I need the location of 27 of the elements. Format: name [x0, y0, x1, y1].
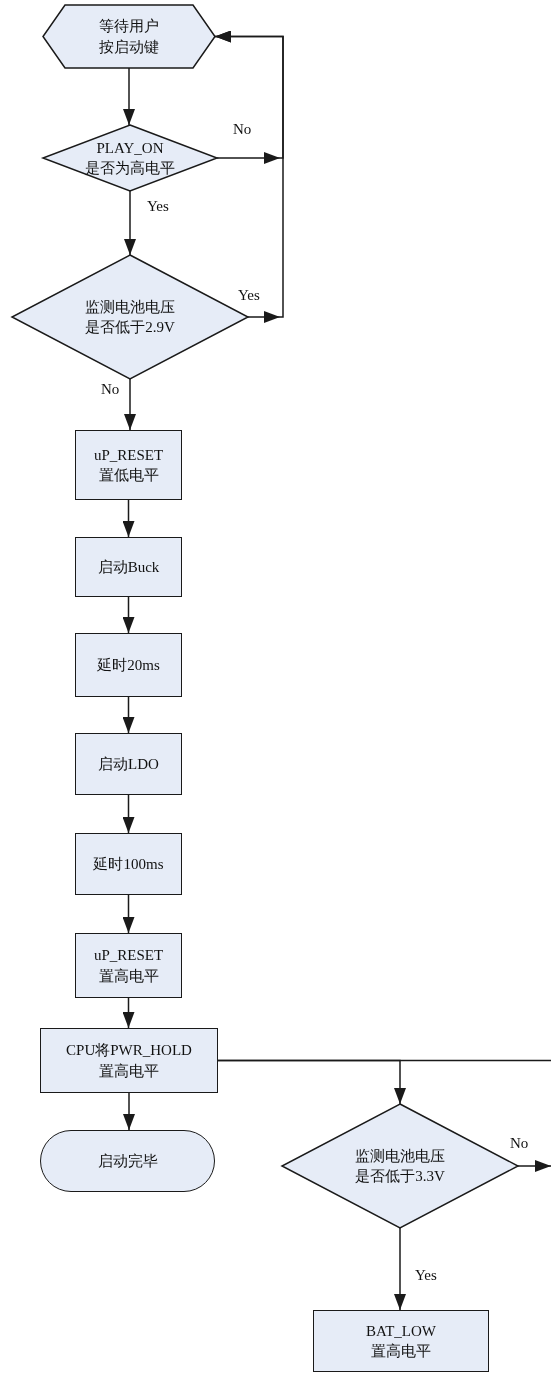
connector-line	[217, 1059, 551, 1062]
process-box: uP_RESET置低电平	[75, 430, 182, 500]
step-text: 等待用户按启动键	[99, 17, 159, 57]
arrow	[122, 696, 135, 734]
process-box: 延时20ms	[75, 633, 182, 697]
arrow	[122, 794, 135, 834]
arrow	[122, 596, 135, 634]
process-box: 延时100ms	[75, 833, 182, 895]
process-box: 启动LDO	[75, 733, 182, 795]
arrow	[124, 378, 136, 431]
condition-text: 监测电池电压是否低于3.3V	[355, 1146, 445, 1186]
process-box: CPU将PWR_HOLD置高电平	[40, 1028, 218, 1093]
arrow	[122, 499, 135, 538]
arrow	[122, 997, 135, 1029]
arrow	[214, 30, 284, 323]
end-terminal: 启动完毕	[40, 1130, 215, 1192]
condition-text: PLAY_ON是否为高电平	[85, 138, 175, 178]
process-box: 启动Buck	[75, 537, 182, 597]
arrow	[123, 1092, 135, 1131]
condition-text: 监测电池电压是否低于2.9V	[85, 297, 175, 337]
process-box: BAT_LOW置高电平	[313, 1310, 489, 1372]
arrow	[123, 67, 135, 126]
process-box: uP_RESET置高电平	[75, 933, 182, 998]
arrow	[394, 1227, 406, 1311]
arrow	[122, 894, 135, 934]
arrow	[517, 1160, 551, 1172]
arrow	[124, 190, 136, 256]
